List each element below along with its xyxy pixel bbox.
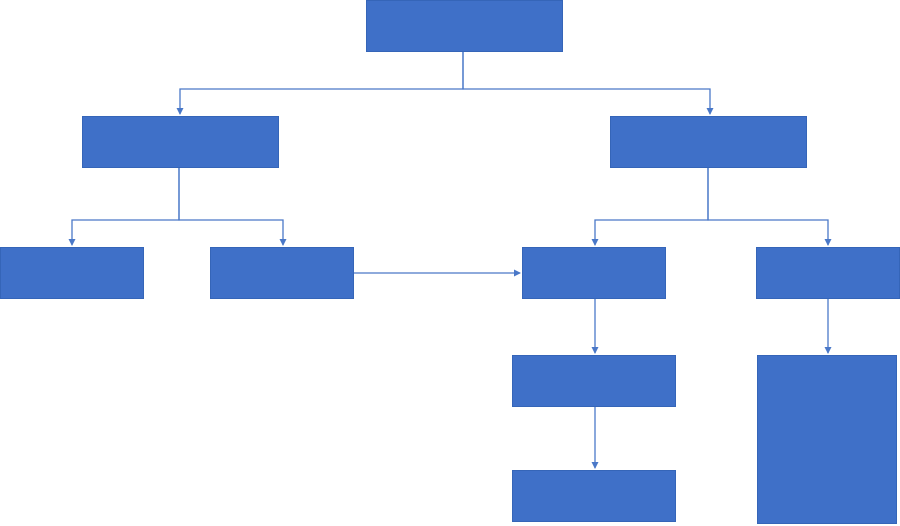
node-right-branch xyxy=(610,116,807,168)
connector-layer xyxy=(68,52,832,469)
node-box-left-leaf-2 xyxy=(210,247,354,299)
node-right-child-1-sub-2 xyxy=(512,470,676,522)
node-right-child-1-sub-1 xyxy=(512,355,676,407)
connector-root-to-right-branch xyxy=(462,52,714,115)
node-box-right-child-2-sub xyxy=(757,355,897,524)
node-box-left-branch xyxy=(82,116,279,168)
node-right-child-2-sub xyxy=(757,355,897,524)
node-box-root xyxy=(366,0,563,52)
node-right-child-2 xyxy=(756,247,900,299)
node-box-right-child-1-sub-1 xyxy=(512,355,676,407)
connector-right-branch-to-right-child-2 xyxy=(707,168,832,246)
node-left-branch xyxy=(82,116,279,168)
connector-right-branch-to-right-child-1 xyxy=(591,168,709,246)
node-root xyxy=(366,0,563,52)
node-box-right-child-2 xyxy=(756,247,900,299)
connector-left-branch-to-left-leaf-2 xyxy=(178,168,287,246)
connector-left-branch-to-left-leaf-1 xyxy=(68,168,180,246)
node-box-right-child-1-sub-2 xyxy=(512,470,676,522)
node-box-left-leaf-1 xyxy=(0,247,144,299)
node-box-right-branch xyxy=(610,116,807,168)
node-left-leaf-1 xyxy=(0,247,144,299)
node-box-right-child-1 xyxy=(522,247,666,299)
node-right-child-1 xyxy=(522,247,666,299)
connector-root-to-left-branch xyxy=(176,52,464,115)
node-left-leaf-2 xyxy=(210,247,354,299)
